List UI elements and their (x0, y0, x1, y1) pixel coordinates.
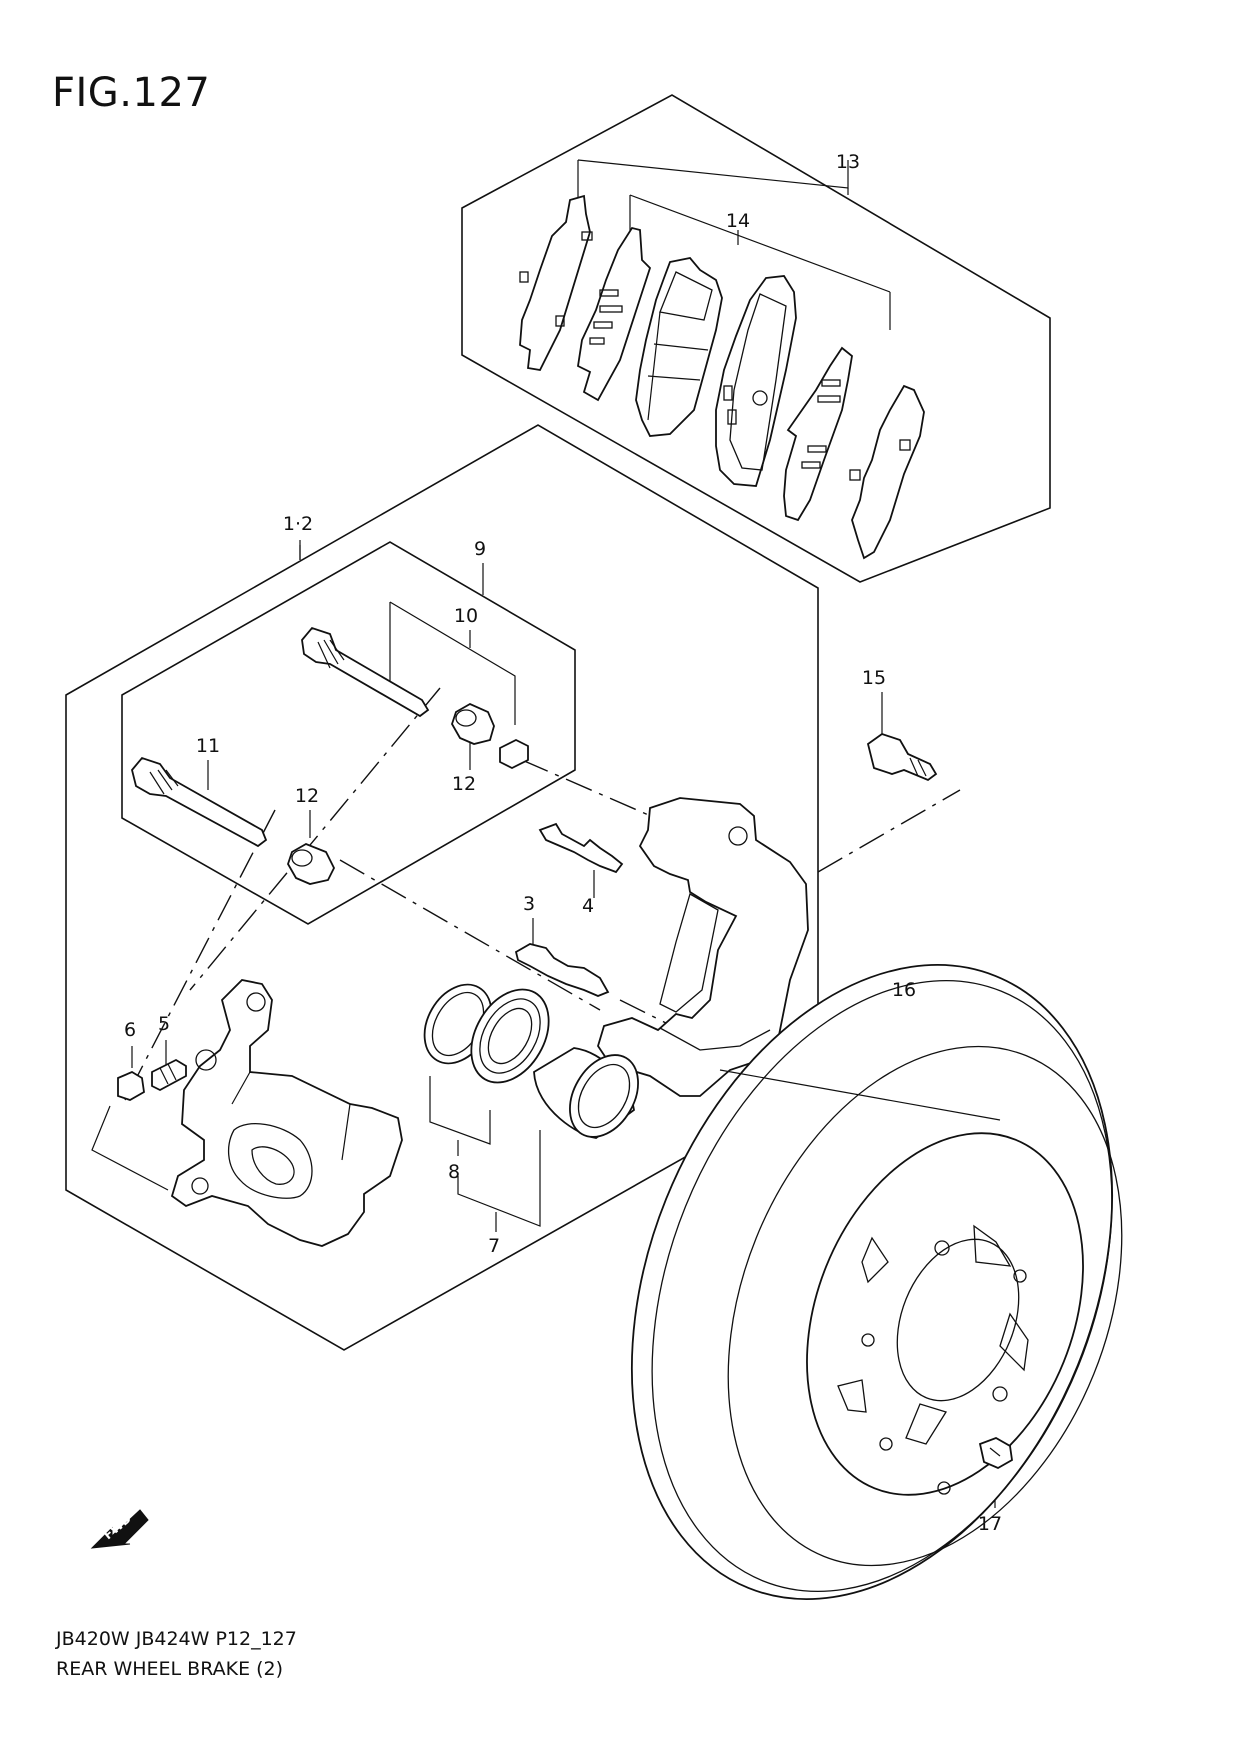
callout-1-2: 1·2 (283, 513, 313, 535)
callout-12a: 12 (295, 785, 319, 807)
footer-model-code: JB420W JB424W P12_127 (56, 1628, 297, 1650)
pad-shim-inner-right (783, 346, 853, 522)
bracket-bolt (866, 733, 938, 782)
fwd-arrow-icon: FWD (90, 1509, 149, 1549)
callout-10: 10 (454, 605, 478, 627)
centerline-a (189, 687, 441, 991)
brake-pad-left (635, 257, 723, 437)
caliper-bracket (597, 797, 809, 1097)
pad-shim-inner-left (577, 226, 652, 402)
pad-clip-lower (514, 943, 610, 997)
guide-pin-lower (131, 756, 268, 848)
centerline-e (817, 789, 961, 873)
centerline-b (124, 809, 276, 1101)
leader-14 (629, 194, 891, 293)
callout-6: 6 (124, 1019, 136, 1041)
callout-4: 4 (582, 895, 594, 917)
caliper-piston (533, 1047, 639, 1139)
leader-box-10 (389, 601, 516, 725)
pad-shim-outer-left (519, 194, 593, 371)
pad-clip-upper (538, 822, 624, 874)
bleeder-cap (117, 1070, 145, 1101)
group-box-13 (461, 94, 1051, 583)
caliper-body (170, 979, 403, 1247)
figure-title: FIG.127 (52, 70, 211, 116)
callout-7: 7 (488, 1235, 500, 1257)
callout-12b: 12 (452, 773, 476, 795)
dust-boot (470, 988, 550, 1084)
callout-8: 8 (448, 1161, 460, 1183)
guide-pin-upper (301, 626, 430, 718)
callout-11: 11 (196, 735, 220, 757)
brake-disc (630, 964, 1123, 1600)
callout-3: 3 (523, 893, 535, 915)
brake-pad-right (715, 275, 797, 487)
callout-14: 14 (726, 210, 750, 232)
callout-16: 16 (892, 979, 916, 1001)
pin-sleeve (499, 738, 529, 770)
callout-15: 15 (862, 667, 886, 689)
leader-8 (429, 1076, 491, 1145)
pin-boot-lower (287, 843, 336, 885)
footer-section-name: REAR WHEEL BRAKE (2) (56, 1658, 284, 1680)
callout-5: 5 (158, 1013, 170, 1035)
centerline-d (339, 859, 601, 1011)
callout-9: 9 (474, 538, 486, 560)
centerline-c (521, 759, 661, 821)
leader-box-6-5 (91, 1105, 169, 1191)
pin-boot-upper (451, 702, 495, 745)
group-box-9 (121, 541, 576, 925)
callout-17: 17 (978, 1513, 1002, 1535)
callout-13: 13 (836, 151, 860, 173)
disc-screw (978, 1437, 1013, 1470)
bleeder-screw (151, 1058, 187, 1092)
leader-13 (577, 159, 849, 189)
pad-shim-outer-right (849, 384, 925, 560)
leader-7 (457, 1130, 541, 1227)
